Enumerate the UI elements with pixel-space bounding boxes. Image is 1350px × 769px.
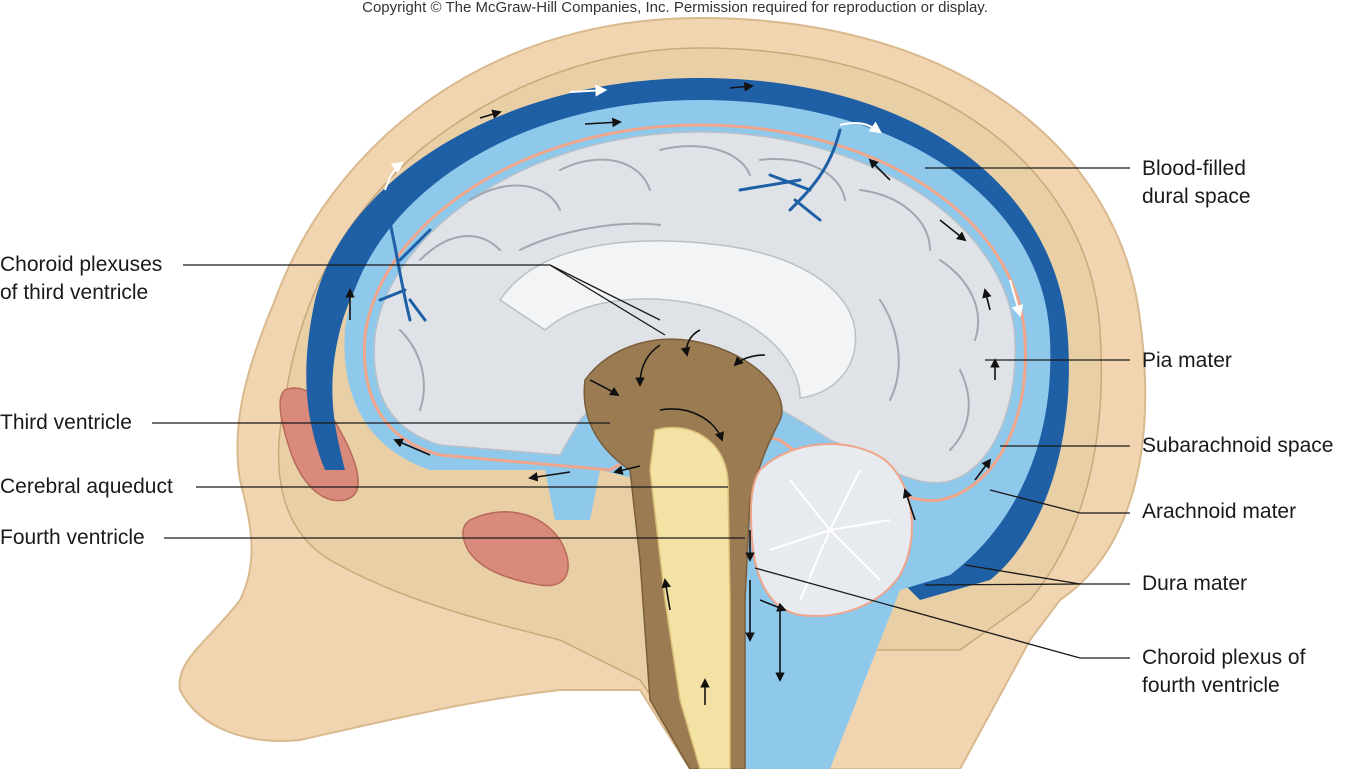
cerebral-veins — [378, 128, 842, 322]
label-choroid-plexus-fourth-ventricle: Choroid plexus of fourth ventricle — [1142, 646, 1306, 697]
spinal-cord — [649, 426, 731, 769]
gyri-folds — [399, 145, 980, 451]
label-third-ventricle: Third ventricle — [0, 411, 132, 434]
label-choroid-plexuses-third-ventricle: Choroid plexuses of third ventricle — [0, 253, 163, 304]
sphenoid-sinus — [462, 511, 569, 587]
copyright-notice: Copyright © The McGraw-Hill Companies, I… — [362, 0, 988, 16]
leader-lines — [152, 167, 1130, 659]
corpus-callosum — [498, 240, 857, 399]
label-arachnoid-mater: Arachnoid mater — [1142, 500, 1297, 523]
label-blood-filled-dural-space: Blood-filled dural space — [1142, 157, 1251, 208]
label-pia-mater: Pia mater — [1142, 349, 1232, 372]
label-subarachnoid-space: Subarachnoid space — [1142, 434, 1334, 457]
pia-mater-line — [362, 123, 1027, 502]
label-fourth-ventricle: Fourth ventricle — [0, 526, 145, 549]
label-dura-mater: Dura mater — [1142, 572, 1248, 595]
label-cerebral-aqueduct: Cerebral aqueduct — [0, 475, 173, 498]
csf-flow-arrows — [345, 81, 1024, 705]
cerebellum — [749, 443, 913, 617]
dural-sinus — [306, 78, 1069, 600]
